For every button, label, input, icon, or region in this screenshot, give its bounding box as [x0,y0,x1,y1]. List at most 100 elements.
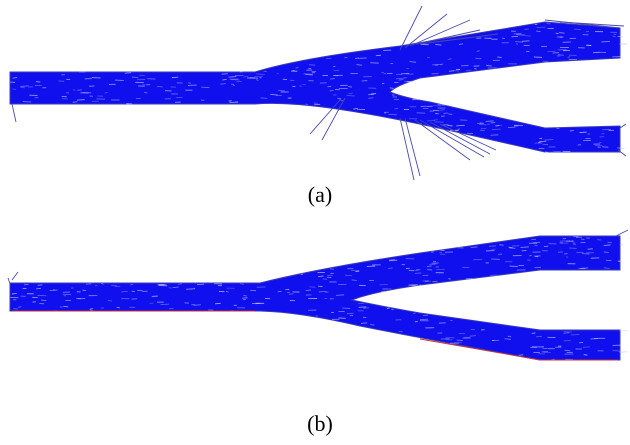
trajectory-speckle [447,58,452,60]
trajectory-speckle [547,50,556,53]
trajectory-speckle [499,244,504,246]
trajectory-speckle [41,299,47,302]
trajectory-speckle [490,274,498,276]
trajectory-speckle [486,65,492,67]
trajectory-speckle [36,287,42,290]
trajectory-speckle [329,89,334,92]
stray-trajectory [419,338,541,361]
trajectory-speckle [337,97,342,100]
trajectory-speckle [617,147,625,149]
panel-b-channel-shape [9,235,621,361]
trajectory-speckle [256,73,265,75]
panel-a-stray-trajectories [11,5,627,181]
trajectory-speckle [536,335,542,338]
trajectory-speckle [432,280,438,283]
trajectory-speckle [243,295,247,297]
stray-trajectory [419,33,499,45]
trajectory-speckle [555,32,559,35]
trajectory-speckle [422,314,428,317]
trajectory-speckle [432,263,438,265]
trajectory-speckle [411,98,421,101]
trajectory-speckle [370,62,379,64]
trajectory-speckle [220,83,226,85]
stray-trajectory [439,123,497,151]
trajectory-speckle [511,35,519,38]
trajectory-speckle [435,44,442,46]
trajectory-speckle [558,32,565,34]
trajectory-speckle [480,127,487,130]
trajectory-speckle [318,290,327,293]
trajectory-speckle [590,338,599,340]
trajectory-speckle [413,98,417,100]
trajectory-speckle [368,93,374,96]
trajectory-speckle [256,79,259,81]
trajectory-speckle [433,109,440,112]
trajectory-speckle [475,57,482,60]
trajectory-speckle [426,119,436,122]
stray-trajectory [617,149,627,157]
trajectory-speckle [516,34,525,36]
trajectory-speckle [121,290,128,293]
trajectory-speckle [612,350,621,352]
trajectory-speckle [12,77,18,79]
panel-a-bifurcation-channel [9,5,628,181]
trajectory-speckle [529,254,532,257]
trajectory-speckle [520,246,530,248]
stray-trajectory [419,119,485,158]
stray-trajectory [404,13,448,49]
trajectory-speckle [222,79,227,81]
trajectory-speckle [36,81,41,83]
trajectory-speckle [414,320,418,323]
trajectory-speckle [157,86,163,88]
stray-trajectory [321,97,346,141]
panel-a-channel-shape [9,21,621,153]
trajectory-speckle [593,51,600,54]
trajectory-speckle [335,294,345,296]
stray-trajectory [415,29,481,45]
trajectory-speckle [599,141,602,144]
trajectory-speckle [564,349,571,352]
trajectory-speckle [116,306,120,309]
trajectory-speckle [396,77,403,80]
trajectory-speckle [439,109,445,111]
trajectory-speckle [504,338,511,340]
trajectory-speckle [557,54,564,56]
trajectory-speckle [63,305,69,308]
stray-trajectory [429,121,491,155]
trajectory-speckle [603,267,610,269]
stray-trajectory [11,103,17,123]
panel-a-caption: (a) [307,182,333,207]
trajectory-speckle [491,248,496,250]
trajectory-speckle [389,259,398,262]
trajectory-speckle [89,309,93,311]
trajectory-speckle [375,54,381,57]
panel-b-caption: (b) [307,411,333,436]
trajectory-speckle [379,283,388,286]
trajectory-speckle [452,70,460,72]
trajectory-speckle [448,113,453,115]
trajectory-speckle [467,132,474,135]
trajectory-speckle [344,274,353,277]
trajectory-speckle [353,108,358,110]
trajectory-speckle [186,288,196,290]
trajectory-speckle [363,307,370,309]
panel-b-trajectory-speckles [10,236,628,361]
trajectory-speckle [214,302,221,305]
stray-trajectory [414,119,471,161]
trajectory-speckle [305,74,314,76]
trajectory-speckle [305,289,312,291]
panel-b-stray-trajectories [7,229,629,361]
trajectory-speckle [193,304,202,306]
trajectory-speckle [406,67,409,70]
trajectory-speckle [62,293,72,296]
trajectory-speckle [270,94,278,96]
trajectory-speckle [567,56,571,58]
trajectory-speckle [370,93,377,95]
trajectory-speckle [342,307,351,309]
trajectory-speckle [491,128,501,131]
trajectory-speckle [144,92,148,94]
trajectory-speckle [360,322,368,324]
trajectory-speckle [292,70,296,72]
panel-b-bifurcation-channel [7,229,629,361]
stray-trajectory [309,99,341,135]
